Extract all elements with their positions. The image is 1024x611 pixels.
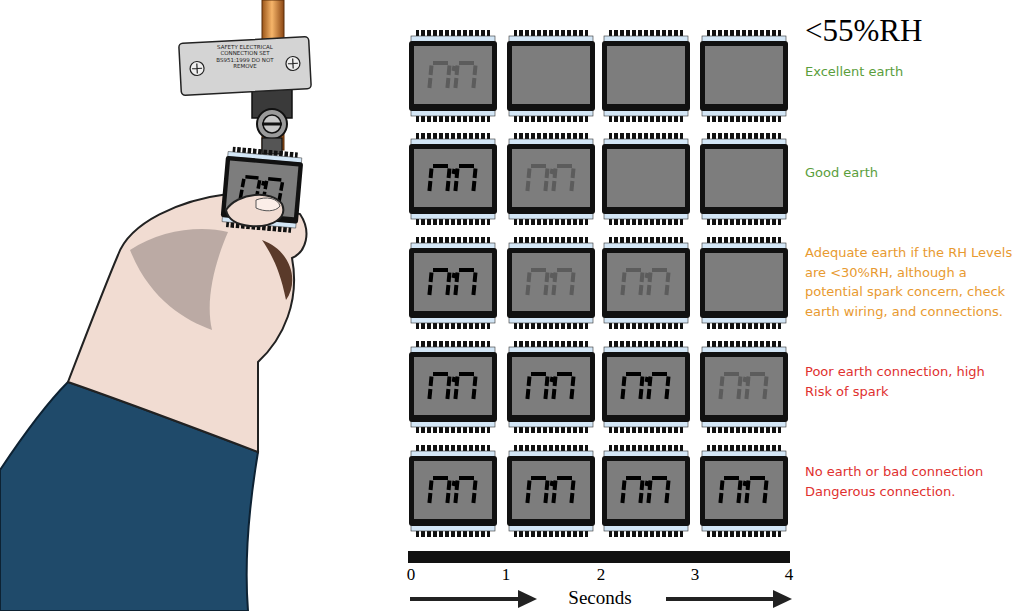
lcd-display — [602, 341, 690, 433]
tester-display — [220, 146, 304, 233]
time-tick: 0 — [407, 566, 416, 583]
time-tick: 1 — [502, 566, 511, 583]
result-note: Good earth — [805, 163, 1015, 183]
hand-shadow — [130, 229, 228, 330]
plate-text: SAFETY ELECTRICAL CONNECTION SET BS951:1… — [213, 44, 277, 69]
lcd-digits — [622, 478, 668, 503]
earth-clamp — [179, 37, 312, 154]
lcd-digits — [720, 374, 766, 399]
lcd-digits — [527, 478, 573, 503]
lcd-digits — [429, 270, 475, 295]
lcd-display — [602, 445, 690, 537]
thumb — [226, 195, 283, 226]
humidity-heading: <55%RH — [805, 12, 922, 49]
lcd-display — [602, 237, 690, 329]
lcd-display — [507, 341, 595, 433]
lcd-digits — [429, 374, 475, 399]
lcd-display — [700, 133, 788, 225]
result-note: Excellent earth — [805, 62, 1015, 82]
lcd-digits — [622, 270, 668, 295]
lcd-display — [409, 237, 497, 329]
result-note: Poor earth connection, high Risk of spar… — [805, 362, 1015, 401]
lcd-display — [602, 30, 690, 122]
lcd-display — [700, 30, 788, 122]
lcd-display — [602, 133, 690, 225]
lcd-grid — [409, 30, 788, 537]
lcd-display — [409, 30, 497, 122]
warning-plate — [179, 37, 312, 96]
lcd-display — [409, 445, 497, 537]
lcd-display — [700, 341, 788, 433]
lcd-display — [409, 341, 497, 433]
thumb-nail — [256, 198, 280, 211]
lcd-display — [409, 133, 497, 225]
lcd-digits — [527, 166, 573, 191]
lcd-digits — [429, 166, 475, 191]
time-tick: 3 — [691, 566, 700, 583]
finger-shadow — [262, 240, 292, 300]
lcd-digits — [429, 478, 475, 503]
time-tick: 2 — [597, 566, 606, 583]
axis-label: Seconds — [564, 587, 635, 610]
lcd-display — [507, 445, 595, 537]
lcd-digits — [429, 63, 475, 88]
hand — [68, 194, 306, 452]
lcd-display — [700, 237, 788, 329]
result-note: Adequate earth if the RH Levels are <30%… — [805, 243, 1015, 321]
lcd-display — [507, 30, 595, 122]
lcd-display — [507, 133, 595, 225]
lcd-display — [700, 445, 788, 537]
lcd-digits — [720, 478, 766, 503]
time-tick: 4 — [785, 566, 794, 583]
lcd-digits — [527, 374, 573, 399]
lcd-display — [507, 237, 595, 329]
lcd-digits — [527, 270, 573, 295]
result-note: No earth or bad connection Dangerous con… — [805, 462, 1015, 501]
lcd-digits — [622, 374, 668, 399]
time-bar — [408, 551, 790, 563]
